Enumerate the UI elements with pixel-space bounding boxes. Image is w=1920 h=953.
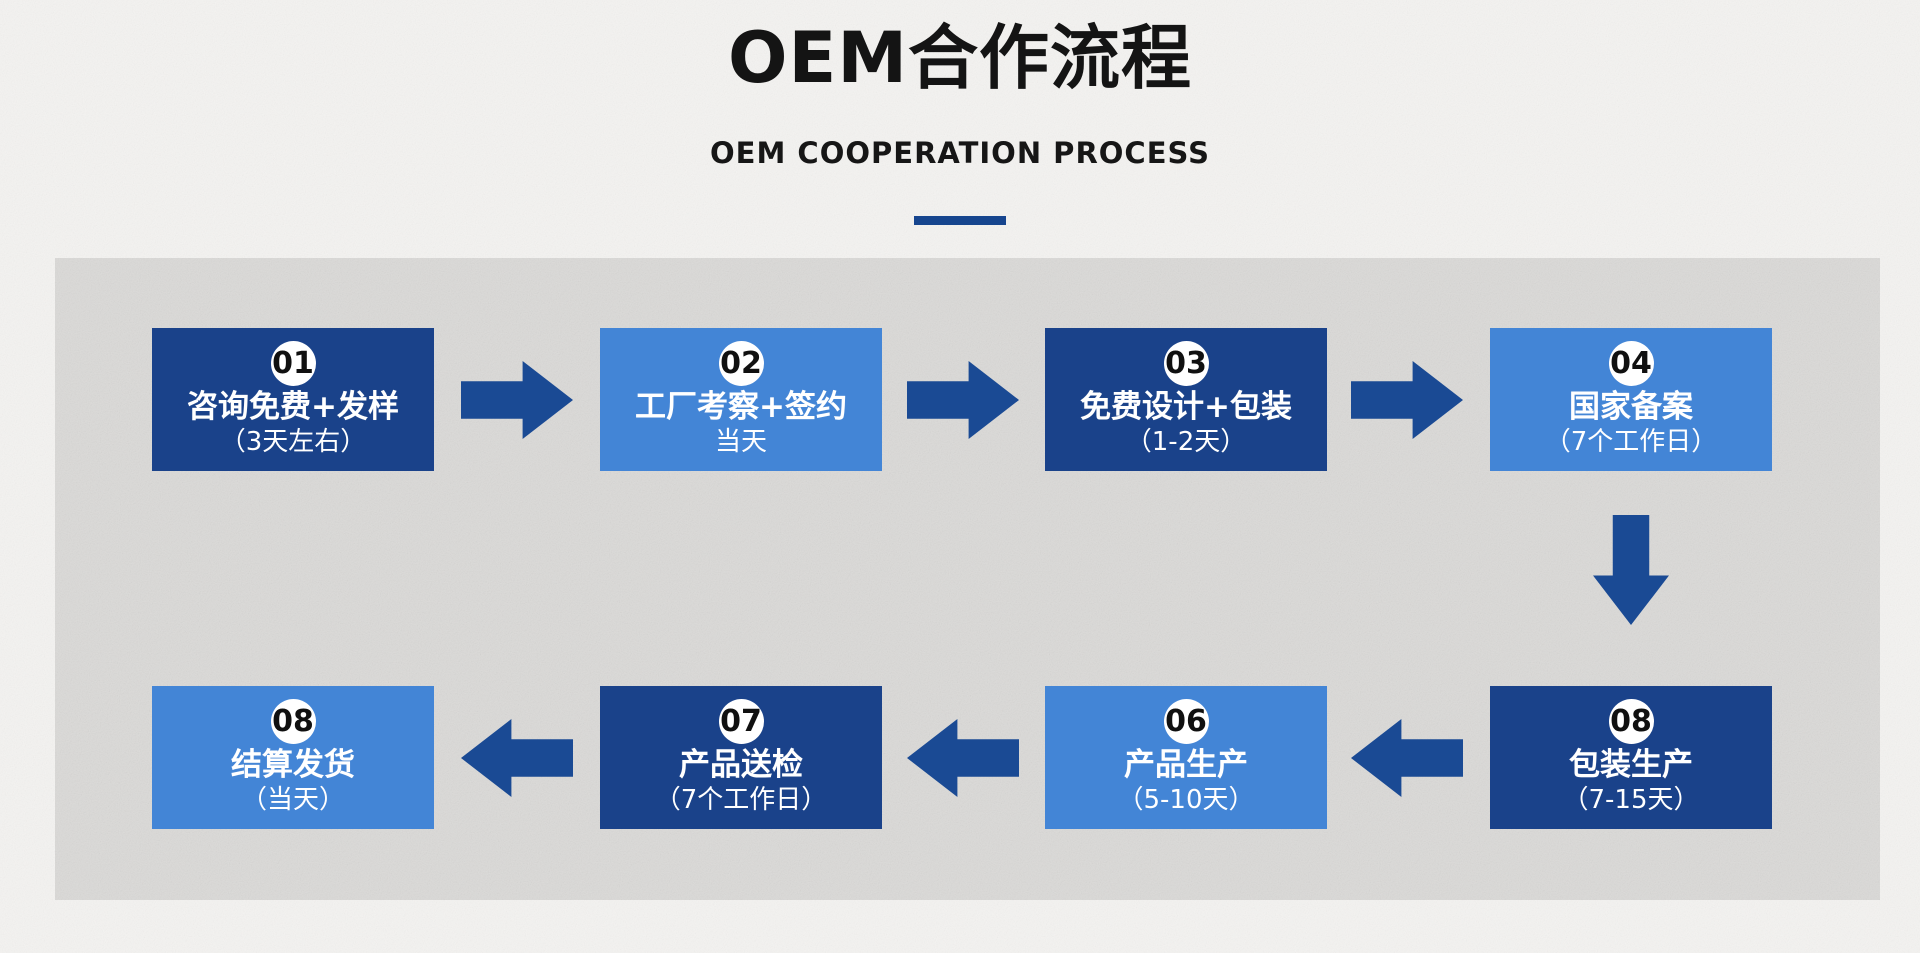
step-number-badge: 08 [270, 699, 316, 744]
step-number-badge: 01 [270, 341, 316, 386]
step-box-07-product-inspection: 07 产品送检 （7个工作日） [600, 686, 882, 829]
step-box-05-packaging-production: 08 包装生产 （7-15天） [1490, 686, 1772, 829]
arrow-down-icon [1593, 515, 1669, 625]
step-box-03-free-design-packaging: 03 免费设计+包装 （1-2天） [1045, 328, 1327, 471]
step-number: 01 [272, 346, 314, 381]
step-number: 04 [1610, 346, 1652, 381]
step-label: 工厂考察+签约 [635, 389, 847, 425]
page-title: OEM合作流程 [728, 17, 1192, 99]
step-label: 咨询免费+发样 [187, 389, 399, 425]
step-number: 08 [1610, 704, 1652, 739]
step-number-badge: 08 [1608, 699, 1654, 744]
step-label: 产品生产 [1124, 747, 1248, 783]
step-number-badge: 04 [1608, 341, 1654, 386]
step-label: 结算发货 [231, 747, 355, 783]
step-number: 08 [272, 704, 314, 739]
step-number: 02 [720, 346, 762, 381]
step-number: 07 [720, 704, 762, 739]
step-number-badge: 02 [718, 341, 764, 386]
arrow-right-icon [907, 361, 1019, 439]
step-label: 免费设计+包装 [1080, 389, 1292, 425]
step-number-badge: 07 [718, 699, 764, 744]
step-label: 包装生产 [1569, 747, 1693, 783]
step-number: 06 [1165, 704, 1207, 739]
step-duration: （1-2天） [1125, 427, 1247, 458]
arrow-right-icon [1351, 361, 1463, 439]
step-box-02-factory-visit-sign: 02 工厂考察+签约 当天 [600, 328, 882, 471]
step-duration: （当天） [240, 785, 345, 816]
page-subtitle: OEM COOPERATION PROCESS [710, 135, 1210, 170]
step-number: 03 [1165, 346, 1207, 381]
step-duration: （7-15天） [1562, 785, 1700, 816]
step-duration: （5-10天） [1117, 785, 1255, 816]
step-number-badge: 03 [1163, 341, 1209, 386]
step-box-06-product-production: 06 产品生产 （5-10天） [1045, 686, 1327, 829]
step-duration: （7个工作日） [1544, 427, 1718, 458]
arrow-left-icon [461, 719, 573, 797]
step-duration: 当天 [714, 427, 767, 458]
step-number-badge: 06 [1163, 699, 1209, 744]
step-duration: （7个工作日） [654, 785, 828, 816]
arrow-left-icon [1351, 719, 1463, 797]
step-duration: （3天左右） [219, 427, 367, 458]
title-underline-divider [914, 215, 1006, 225]
arrow-right-icon [461, 361, 573, 439]
process-flow-panel: 01 咨询免费+发样 （3天左右） 02 工厂考察+签约 当天 03 免费设计+… [55, 258, 1880, 900]
step-label: 产品送检 [679, 747, 803, 783]
step-box-08-settlement-shipping: 08 结算发货 （当天） [152, 686, 434, 829]
arrow-left-icon [907, 719, 1019, 797]
step-box-04-national-filing: 04 国家备案 （7个工作日） [1490, 328, 1772, 471]
step-label: 国家备案 [1569, 389, 1693, 425]
step-box-01-consult-sample: 01 咨询免费+发样 （3天左右） [152, 328, 434, 471]
